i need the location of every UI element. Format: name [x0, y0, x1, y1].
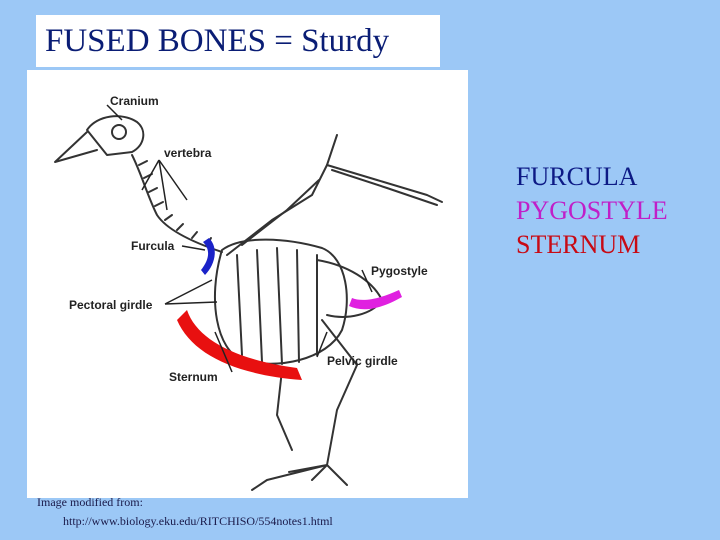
neck-vertebrae: [131, 154, 223, 253]
cranium-leader: [106, 104, 123, 121]
slide-title: FUSED BONES = Sturdy: [45, 23, 390, 59]
credit-url: http://www.biology.eku.edu/RITCHISO/554n…: [63, 514, 333, 528]
pygostyle-leader: [361, 269, 373, 293]
label-cranium: Cranium: [110, 94, 159, 108]
image-credit: Image modified from: http://www.biology.…: [37, 493, 333, 531]
label-pelvic-girdle: Pelvic girdle: [327, 354, 398, 368]
vertebra-leader: [141, 159, 188, 211]
bird-skeleton-drawing: [54, 104, 443, 491]
ribcage: [213, 238, 348, 365]
credit-line: Image modified from:: [37, 495, 143, 509]
label-sternum: Sternum: [169, 370, 218, 384]
label-pygostyle: Pygostyle: [371, 264, 428, 278]
title-box: FUSED BONES = Sturdy: [36, 15, 440, 67]
label-vertebra: vertebra: [164, 146, 212, 160]
label-furcula: Furcula: [131, 239, 175, 253]
pelvic-leader: [316, 331, 328, 358]
pectoral-leader: [164, 279, 218, 305]
furcula-highlight: [201, 238, 215, 275]
label-pectoral-girdle: Pectoral girdle: [69, 298, 153, 312]
furcula-leader: [181, 245, 206, 251]
wing-bone: [226, 134, 338, 256]
legend-furcula: FURCULA: [516, 162, 638, 191]
legend-pygostyle: PYGOSTYLE: [516, 196, 668, 225]
skull-shape: [86, 115, 145, 156]
pygostyle-highlight: [349, 290, 402, 310]
beak-shape: [54, 131, 98, 163]
sternum-highlight: [177, 310, 302, 380]
bird-skeleton-figure: Cranium vertebra Furcula Pygostyle Pecto…: [27, 70, 468, 498]
bone-legend: FURCULA PYGOSTYLE STERNUM: [516, 160, 668, 262]
sternum-leader: [214, 331, 233, 373]
legend-sternum: STERNUM: [516, 230, 641, 259]
leg-bone: [311, 319, 358, 481]
